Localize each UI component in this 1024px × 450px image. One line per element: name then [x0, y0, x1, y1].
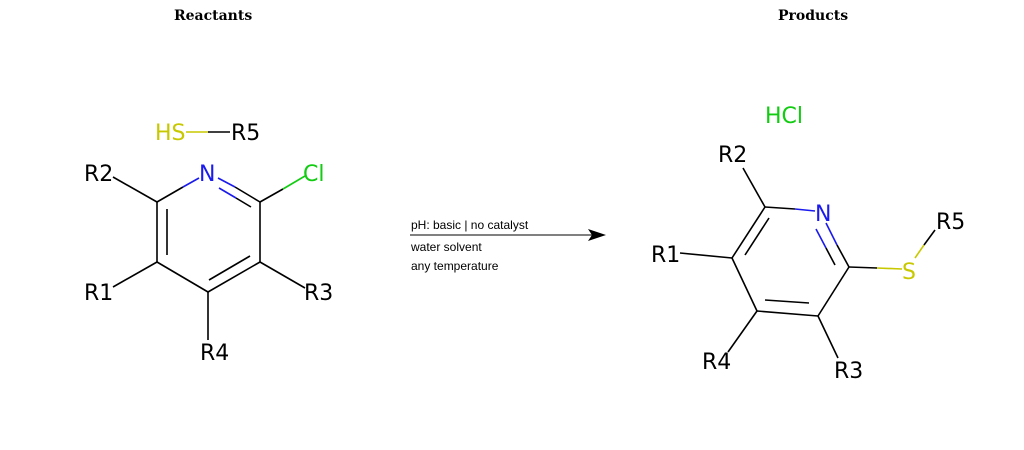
c3-r3-bond: [259, 261, 306, 289]
product-pyridine: N S R5 R2 R1 R4 R3: [651, 143, 965, 384]
byproduct-hcl-label: HCl: [765, 104, 803, 129]
reaction-arrow-group: pH: basic | no catalyst water solvent an…: [410, 218, 606, 273]
p-ring-bond-c5-c6: [731, 206, 766, 259]
ring-bond-c4-c5: [156, 261, 209, 293]
reactant-pyridine: N Cl R2 R1 R3 R4: [84, 162, 333, 366]
p-ring-double-c5-c6: [744, 217, 770, 256]
p-c3-r3-bond: [817, 315, 839, 359]
ring-bond-c3-c4: [207, 261, 261, 293]
product-r3-label: R3: [834, 359, 863, 384]
reactants-heading: Reactants: [174, 8, 253, 24]
c6-r2-bond: [112, 176, 158, 203]
reactant-r1-label: R1: [84, 281, 113, 306]
ring-bond-c6-n-blue: [182, 177, 200, 188]
reactant-n-label: N: [199, 162, 215, 187]
ring-bond-c6-n-black: [156, 186, 184, 203]
p-ring-bond-c2-c3: [817, 266, 850, 317]
p-ring-bond-c6-n-blue: [794, 208, 816, 212]
reactant-cl-label: Cl: [303, 162, 324, 187]
p-ring-bond-c6-n-black: [764, 206, 796, 210]
p-ring-bond-c4-c5: [731, 257, 758, 312]
p-ring-double-n-c2-blue: [815, 228, 827, 249]
reactant-thiol: HS R5: [155, 121, 260, 146]
product-s-label: S: [902, 260, 916, 285]
reactant-r2-label: R2: [84, 162, 113, 187]
p-s-r5-bond-yellow: [914, 244, 925, 259]
p-c2-s-bond-yellow: [876, 267, 903, 270]
p-s-r5-bond-black: [923, 229, 936, 246]
thiol-sh-label: HS: [155, 121, 186, 146]
ring-bond-n-c2-blue: [217, 177, 236, 188]
thiol-r5-label: R5: [231, 121, 260, 146]
product-n-label: N: [815, 202, 831, 227]
product-r1-label: R1: [651, 243, 680, 268]
reactant-r4-label: R4: [200, 341, 229, 366]
condition-temperature: any temperature: [411, 259, 499, 273]
product-r4-label: R4: [702, 350, 731, 375]
p-ring-bond-n-c2-blue: [825, 222, 838, 246]
p-c6-r2-bond: [742, 167, 766, 208]
p-ring-double-n-c2-black: [825, 247, 836, 266]
p-ring-double-c3-c4: [764, 299, 810, 304]
product-r2-label: R2: [718, 143, 747, 168]
condition-ph-catalyst: pH: basic | no catalyst: [411, 218, 529, 232]
p-c4-r4-bond: [727, 310, 758, 353]
reaction-arrow-head: [588, 229, 606, 241]
ring-double-c3-c4: [208, 255, 251, 281]
p-c5-r1-bond: [679, 252, 733, 259]
products-heading: Products: [778, 8, 849, 24]
p-ring-bond-c3-c4: [756, 310, 819, 317]
c2-cl-bond-black: [259, 188, 284, 203]
product-r5-label: R5: [936, 210, 965, 235]
c2-cl-bond-green: [282, 175, 306, 190]
reactant-r3-label: R3: [304, 281, 333, 306]
condition-solvent: water solvent: [410, 240, 482, 254]
p-c2-s-bond-black: [848, 266, 878, 269]
p-ring-bond-n-c2-black: [836, 244, 850, 268]
ring-bond-n-c2-black: [234, 186, 261, 203]
c5-r1-bond: [112, 261, 158, 288]
ring-double-n-c2-blue: [218, 187, 237, 199]
ring-double-n-c2-black: [235, 197, 252, 208]
